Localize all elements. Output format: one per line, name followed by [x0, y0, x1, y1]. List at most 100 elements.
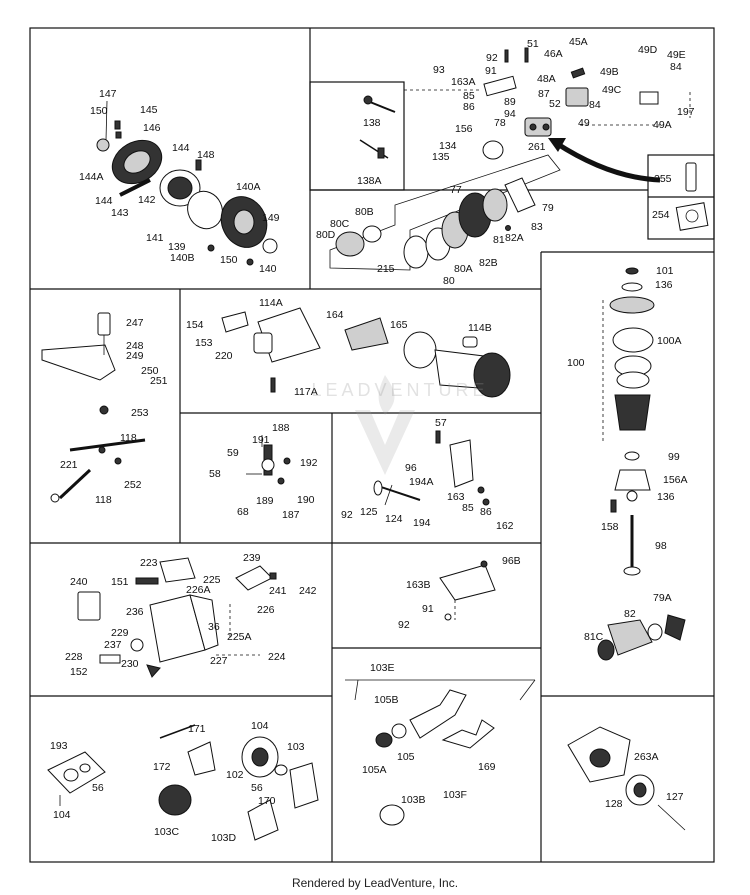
panel-valve-labels: 101 136 100A 100 99 156A 136 158 98 79A … [567, 265, 688, 643]
label-103D: 103D [211, 832, 237, 844]
label-192: 192 [300, 457, 318, 469]
panel-borders [29, 27, 715, 863]
label-80D: 80D [316, 229, 336, 241]
label-49A: 49A [653, 119, 672, 131]
label-103B: 103B [401, 794, 426, 806]
label-118-b: 118 [95, 494, 112, 506]
label-92: 92 [486, 52, 498, 64]
label-158: 158 [601, 521, 619, 533]
label-105A: 105A [362, 764, 387, 776]
panel-muffler-labels: 103E 105B 169 105A 105 103F 103B [362, 662, 496, 806]
label-225A: 225A [227, 631, 252, 643]
label-104-b: 104 [251, 720, 269, 732]
label-230: 230 [121, 658, 139, 670]
label-125: 125 [360, 506, 378, 518]
label-85: 85 [463, 90, 475, 102]
label-82: 82 [624, 608, 636, 620]
label-118: 118 [120, 432, 137, 444]
panel-fuel-line [41, 312, 146, 503]
label-255: 255 [654, 173, 672, 185]
label-79: 79 [542, 202, 554, 214]
label-84-b: 84 [589, 99, 601, 111]
label-241: 241 [269, 585, 287, 597]
label-189: 189 [256, 495, 274, 507]
label-194A: 194A [409, 476, 434, 488]
label-154: 154 [186, 319, 204, 331]
label-85-b: 85 [462, 502, 474, 514]
label-102: 102 [226, 769, 244, 781]
label-140B: 140B [170, 252, 195, 264]
label-142: 142 [138, 194, 156, 206]
label-169: 169 [478, 761, 496, 773]
label-226: 226 [257, 604, 275, 616]
label-227: 227 [210, 655, 228, 667]
label-56: 56 [92, 782, 104, 794]
label-138: 138 [363, 117, 381, 129]
label-105: 105 [397, 751, 415, 763]
label-249: 249 [126, 350, 144, 362]
label-156A: 156A [663, 474, 688, 486]
label-247: 247 [126, 317, 144, 329]
label-143: 143 [111, 207, 129, 219]
label-92-c: 92 [398, 619, 410, 631]
label-163B: 163B [406, 579, 431, 591]
label-52: 52 [549, 98, 561, 110]
label-58: 58 [209, 468, 221, 480]
panel-throttle [373, 430, 490, 506]
label-248: 248 [126, 340, 144, 352]
label-220: 220 [215, 350, 233, 362]
label-134: 134 [439, 140, 457, 152]
label-57: 57 [435, 417, 447, 429]
label-92-b: 92 [341, 509, 353, 521]
label-261: 261 [528, 141, 546, 153]
label-188: 188 [272, 422, 290, 434]
label-89: 89 [504, 96, 516, 108]
label-144-b: 144 [95, 195, 113, 207]
label-56-b: 56 [251, 782, 263, 794]
label-254: 254 [652, 209, 670, 221]
label-165: 165 [390, 319, 408, 331]
label-105B: 105B [374, 694, 399, 706]
panel-air-cleaner [329, 154, 561, 271]
panel-muffler-parts [47, 724, 319, 841]
label-96: 96 [405, 462, 417, 474]
label-45A: 45A [569, 36, 588, 48]
kit-255-254 [675, 162, 709, 231]
label-156: 156 [455, 123, 473, 135]
label-114B: 114B [468, 322, 492, 334]
label-153: 153 [195, 337, 213, 349]
label-139: 139 [168, 241, 186, 253]
label-263A: 263A [634, 751, 659, 763]
label-136: 136 [655, 279, 673, 291]
label-124: 124 [385, 513, 403, 525]
footer-credit: Rendered by LeadVenture, Inc. [291, 876, 459, 890]
label-98: 98 [655, 540, 667, 552]
label-103F: 103F [443, 789, 467, 801]
label-101: 101 [656, 265, 674, 277]
label-163A: 163A [451, 76, 476, 88]
label-150-b: 150 [220, 254, 238, 266]
label-228: 228 [65, 651, 83, 663]
label-82B: 82B [479, 257, 498, 269]
label-252: 252 [124, 479, 142, 491]
pointer-arrow [548, 138, 661, 183]
label-104: 104 [53, 809, 71, 821]
label-49C: 49C [602, 84, 622, 96]
label-221: 221 [60, 459, 78, 471]
panel-fuel-tank [221, 307, 511, 398]
label-136-b: 136 [657, 491, 675, 503]
label-229: 229 [111, 627, 129, 639]
label-114A: 114A [259, 297, 283, 309]
panel-throttle-labels: 57 96 194A 163 85 92 125 124 194 86 162 [341, 417, 514, 532]
label-163: 163 [447, 491, 465, 503]
label-80: 80 [443, 275, 455, 287]
panel-control-bracket-labels: 96B 163B 91 92 [398, 555, 521, 631]
label-80B: 80B [355, 206, 374, 218]
label-240: 240 [70, 576, 88, 588]
panel-carburetor-labels: 93 92 51 45A 46A 49D 49E 84 163A 91 48A … [357, 36, 695, 221]
label-81: 81 [493, 234, 505, 246]
label-103C: 103C [154, 826, 180, 838]
label-93: 93 [433, 64, 445, 76]
panel-starter-labels: 150 147 145 146 144 148 144A 144 143 142… [79, 88, 280, 275]
